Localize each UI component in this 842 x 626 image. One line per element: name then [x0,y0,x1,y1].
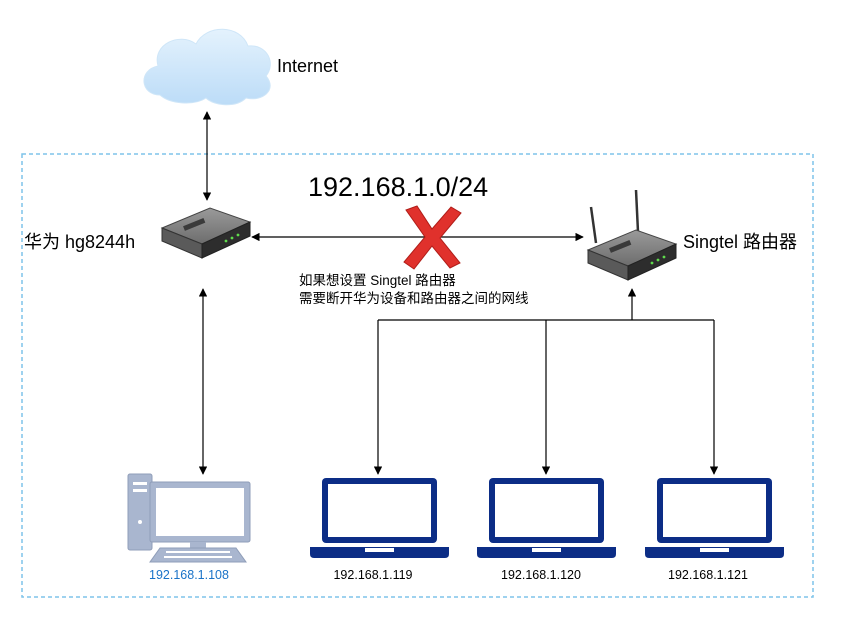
router-icon [160,207,252,259]
subnet-label: 192.168.1.0/24 [308,172,489,202]
singtel-router-label: Singtel 路由器 [683,232,798,252]
desktop-ip-label: 192.168.1.108 [149,568,229,582]
wireless-router-icon [586,189,678,281]
cloud-icon [143,28,271,106]
laptop-icon [310,478,449,558]
laptop-ip-label: 192.168.1.121 [668,568,748,582]
laptop-ip-label: 192.168.1.120 [501,568,581,582]
lan-boundary [21,153,814,598]
desktop-computer-icon [127,473,251,563]
cross-icon [403,205,462,270]
huawei-router-label: 华为 hg8244h [24,232,136,252]
internet-label: Internet [277,56,339,76]
laptop-ip-label: 192.168.1.119 [333,568,413,582]
laptop-icon [645,478,784,558]
note-text: 如果想设置 Singtel 路由器 需要断开华为设备和路由器之间的网线 [299,272,529,308]
note-line-2: 需要断开华为设备和路由器之间的网线 [299,291,529,306]
laptop-icon [477,478,616,558]
connectors [198,111,719,475]
note-line-1: 如果想设置 Singtel 路由器 [299,273,456,288]
